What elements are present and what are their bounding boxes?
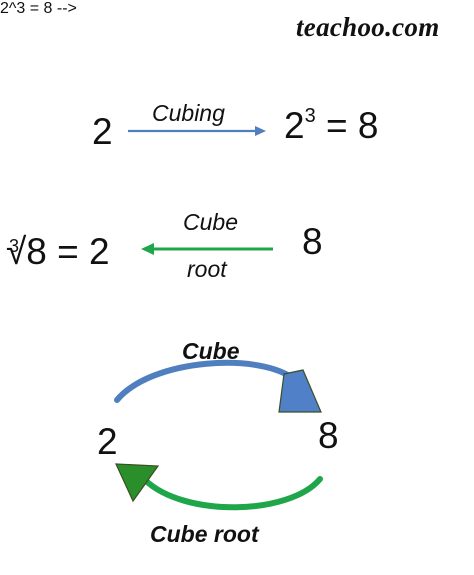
cycle-bottom-label: Cube root bbox=[150, 521, 259, 547]
cube-root-expression: 3√8 = 2 bbox=[6, 232, 110, 272]
cycle-left-value: 2 bbox=[97, 421, 118, 462]
radical-index: 3 bbox=[9, 236, 20, 256]
cubing-base: 2 bbox=[92, 111, 113, 152]
cubing-arrow-label: Cubing bbox=[152, 100, 225, 126]
cycle-right-value: 8 bbox=[318, 415, 339, 456]
cube-root-arrow-label-top: Cube bbox=[183, 209, 238, 235]
cubing-result-value: = 8 bbox=[325, 105, 379, 146]
cube-root-arrow-label-bottom: root bbox=[187, 256, 227, 282]
radical: 3√8 bbox=[6, 232, 47, 272]
cube-root-arrow-head bbox=[115, 463, 160, 503]
cubing-result: 23 = 8 bbox=[284, 105, 379, 152]
cube-root-result: = 2 bbox=[57, 231, 110, 272]
radical-body: √8 bbox=[6, 231, 47, 272]
cubing-result-exponent: 3 bbox=[304, 105, 316, 127]
cubing-arrow bbox=[128, 126, 266, 136]
cube-root-curved-arrow bbox=[115, 463, 323, 511]
cube-curved-arrow bbox=[114, 359, 322, 413]
brand-logo: teachoo.com bbox=[296, 12, 440, 42]
cube-root-arrow bbox=[141, 243, 273, 255]
cube-root-source-value: 8 bbox=[302, 221, 323, 262]
cubing-result-base: 2 bbox=[284, 105, 305, 146]
cycle-top-label: Cube bbox=[182, 338, 240, 364]
cube-arrow-head bbox=[278, 369, 322, 413]
